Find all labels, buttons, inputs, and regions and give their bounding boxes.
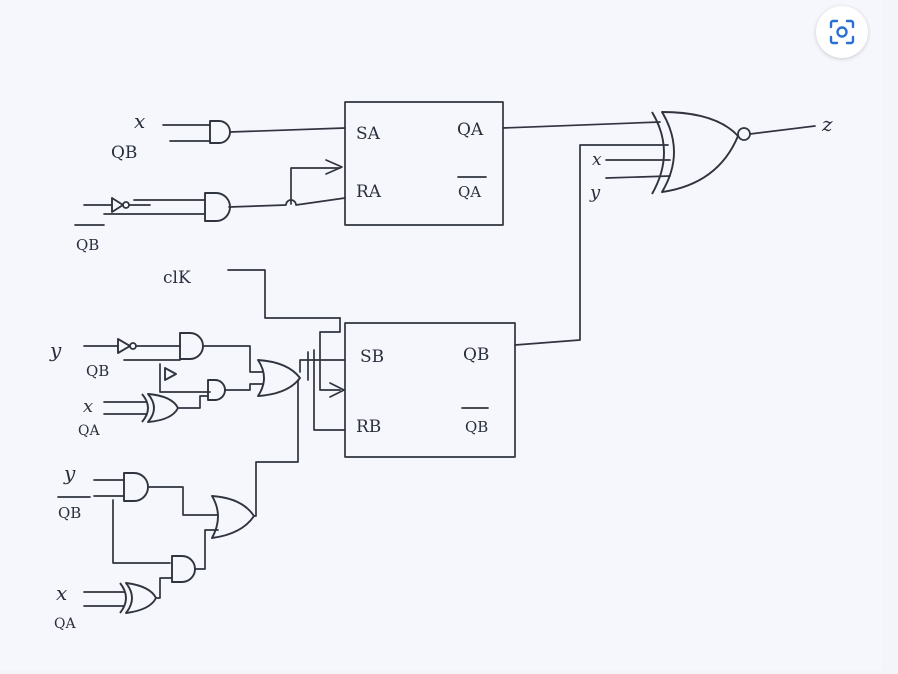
wire	[103, 401, 147, 415]
input-x-mid: x	[83, 396, 93, 417]
and-gate-ra	[204, 192, 231, 222]
wire-to-ra	[228, 197, 346, 208]
and-gate-mid-1	[179, 332, 204, 360]
xnor-gate-back	[651, 111, 665, 195]
wire-to-rb	[253, 379, 299, 517]
input-qb-mid: QB	[86, 362, 109, 380]
flipflop-a-box	[344, 101, 504, 226]
wire	[159, 363, 211, 393]
clk-wire-a	[290, 167, 341, 205]
or-gate-sb	[257, 359, 301, 397]
input-x-out: x	[592, 150, 602, 170]
wire-qa-to-xnor	[502, 121, 661, 129]
buffer-arrow	[164, 367, 177, 381]
xor-gate-mid-back	[141, 393, 149, 423]
flipflop-a-qbar-label: QA	[458, 183, 481, 201]
wire	[112, 499, 171, 564]
wire-to-sa	[229, 127, 346, 133]
flipflop-b-qbar-label: QB	[465, 418, 488, 436]
flipflop-a-s-label: SA	[356, 124, 381, 144]
wire-to-sb	[299, 359, 346, 373]
input-y-out: y	[589, 182, 601, 203]
input-qb-bar-top: QB	[76, 236, 99, 254]
input-qa-low: QA	[54, 616, 76, 632]
or-gate-rb	[211, 495, 255, 539]
xor-gate-mid	[147, 393, 179, 423]
input-y-low: y	[63, 461, 76, 485]
and-gate-low-1	[123, 472, 149, 502]
flipflop-a-q-label: QA	[457, 120, 484, 140]
input-clk: clK	[163, 268, 191, 288]
wire	[147, 486, 219, 516]
wire	[83, 591, 125, 607]
flipflop-b-s-label: SB	[360, 347, 384, 367]
logic-circuit-diagram: SA RA QA QA SB RB QB QB x QB QB	[49, 101, 833, 632]
input-qb-top: QB	[111, 143, 137, 163]
input-x-low: x	[56, 581, 67, 605]
flipflop-b-r-label: RB	[356, 417, 381, 437]
paper-sheet: SA RA QA QA SB RB QB QB x QB QB	[49, 101, 833, 632]
xnor-gate	[661, 111, 739, 193]
input-qb-low: QB	[58, 504, 81, 522]
input-qa-mid: QA	[78, 423, 100, 439]
xnor-bubble	[737, 127, 751, 141]
clk-wire-b	[319, 317, 341, 391]
wire-qb-to-xnor	[514, 144, 669, 346]
input-x-top: x	[134, 109, 145, 133]
and-gate-mid-2	[207, 379, 226, 401]
and-gate-sa	[209, 120, 231, 144]
xor-gate-low-back	[119, 582, 127, 614]
flipflop-b-q-label: QB	[463, 345, 489, 365]
input-y-mid: y	[49, 338, 62, 362]
clk-arrow-b	[329, 382, 345, 398]
wire	[224, 383, 263, 391]
and-gate-low-2	[171, 555, 196, 583]
not-gate-mid	[117, 338, 131, 354]
lens-scan-icon	[829, 19, 855, 45]
wire-output	[749, 125, 816, 135]
flipflop-a-r-label: RA	[356, 182, 382, 202]
wire	[177, 395, 209, 409]
output-z-label: z	[821, 112, 833, 136]
wire	[194, 529, 219, 570]
not-gate-top	[111, 197, 124, 213]
clk-arrow-a	[325, 159, 343, 175]
flipflop-b-box	[344, 322, 516, 458]
xor-gate-low	[125, 582, 157, 614]
wire	[202, 345, 263, 373]
lens-scan-button[interactable]	[816, 6, 868, 58]
wire	[155, 577, 173, 599]
clk-wire	[227, 269, 341, 319]
wire	[307, 349, 346, 431]
